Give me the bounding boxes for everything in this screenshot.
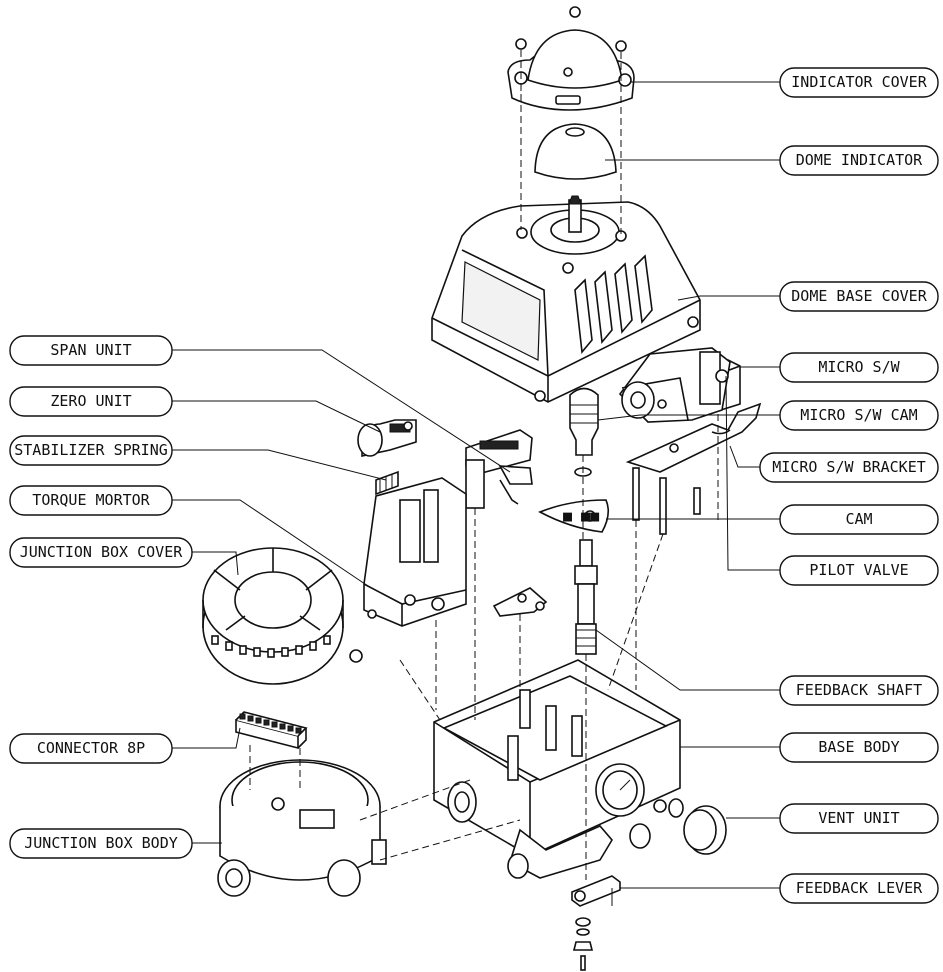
label-micro-sw: MICRO S/W bbox=[779, 352, 939, 383]
label-stabilizer-spring: STABILIZER SPRING bbox=[9, 435, 173, 466]
label-vent-unit: VENT UNIT bbox=[779, 803, 939, 834]
indicator-cover-part bbox=[507, 6, 635, 111]
label-text: JUNCTION BOX COVER bbox=[20, 543, 184, 561]
label-text: MICRO S/W CAM bbox=[800, 406, 917, 424]
label-text: MICRO S/W bbox=[818, 358, 900, 376]
label-text: CONNECTOR 8P bbox=[37, 739, 145, 757]
torque-mortor-part bbox=[349, 477, 467, 663]
dome-indicator-part bbox=[534, 123, 617, 180]
dome-base-cover-part bbox=[431, 195, 701, 403]
label-text: VENT UNIT bbox=[818, 809, 899, 827]
svg-text:■ ■■: ■ ■■ bbox=[563, 507, 599, 525]
label-cam: CAM bbox=[779, 504, 939, 535]
label-text: SPAN UNIT bbox=[50, 341, 131, 359]
stabilizer-spring-part bbox=[375, 470, 399, 496]
label-text: TORQUE MORTOR bbox=[32, 491, 150, 509]
label-feedback-lever: FEEDBACK LEVER bbox=[779, 873, 939, 904]
label-text: JUNCTION BOX BODY bbox=[24, 834, 178, 852]
label-micro-sw-cam: MICRO S/W CAM bbox=[779, 400, 939, 431]
label-junction-box-body: JUNCTION BOX BODY bbox=[9, 828, 193, 859]
label-micro-sw-bracket: MICRO S/W BRACKET bbox=[759, 452, 939, 483]
label-text: CAM bbox=[845, 510, 872, 528]
feedback-shaft-part bbox=[574, 539, 598, 655]
label-text: STABILIZER SPRING bbox=[14, 441, 168, 459]
zero-unit-part bbox=[357, 419, 417, 457]
feedback-arm-part bbox=[492, 587, 548, 617]
feedback-lever-part bbox=[571, 875, 621, 971]
cam-part: ■ ■■ bbox=[538, 499, 610, 533]
junction-box-body-part bbox=[217, 759, 387, 897]
connector-8p-part bbox=[235, 711, 308, 750]
label-junction-box-cover: JUNCTION BOX COVER bbox=[9, 537, 193, 568]
label-text: PILOT VALVE bbox=[809, 561, 908, 579]
label-text: FEEDBACK SHAFT bbox=[796, 681, 922, 699]
label-torque-mortor: TORQUE MORTOR bbox=[9, 485, 173, 516]
micro-sw-cam-part bbox=[569, 387, 599, 477]
label-pilot-valve: PILOT VALVE bbox=[779, 555, 939, 586]
label-zero-unit: ZERO UNIT bbox=[9, 386, 173, 417]
label-feedback-shaft: FEEDBACK SHAFT bbox=[779, 675, 939, 706]
label-text: FEEDBACK LEVER bbox=[796, 879, 923, 897]
label-indicator-cover: INDICATOR COVER bbox=[779, 67, 939, 98]
label-text: ZERO UNIT bbox=[50, 392, 131, 410]
label-text: DOME BASE COVER bbox=[791, 287, 927, 305]
label-span-unit: SPAN UNIT bbox=[9, 335, 173, 366]
label-dome-base-cover: DOME BASE COVER bbox=[779, 281, 939, 312]
junction-box-cover-part bbox=[202, 547, 344, 685]
base-body-part bbox=[433, 659, 681, 879]
assembly-lines bbox=[249, 50, 719, 880]
vent-unit-part bbox=[668, 798, 727, 855]
label-dome-indicator: DOME INDICATOR bbox=[779, 145, 939, 176]
micro-sw-bracket-part bbox=[625, 402, 762, 535]
label-base-body: BASE BODY bbox=[779, 732, 939, 763]
pilot-valve-part bbox=[618, 347, 731, 423]
label-text: BASE BODY bbox=[818, 738, 899, 756]
label-connector-8p: CONNECTOR 8P bbox=[9, 733, 173, 764]
label-text: MICRO S/W BRACKET bbox=[772, 458, 926, 476]
label-text: DOME INDICATOR bbox=[796, 151, 923, 169]
span-unit-part bbox=[465, 429, 533, 509]
label-text: INDICATOR COVER bbox=[791, 73, 927, 91]
leader-lines bbox=[172, 81, 780, 889]
